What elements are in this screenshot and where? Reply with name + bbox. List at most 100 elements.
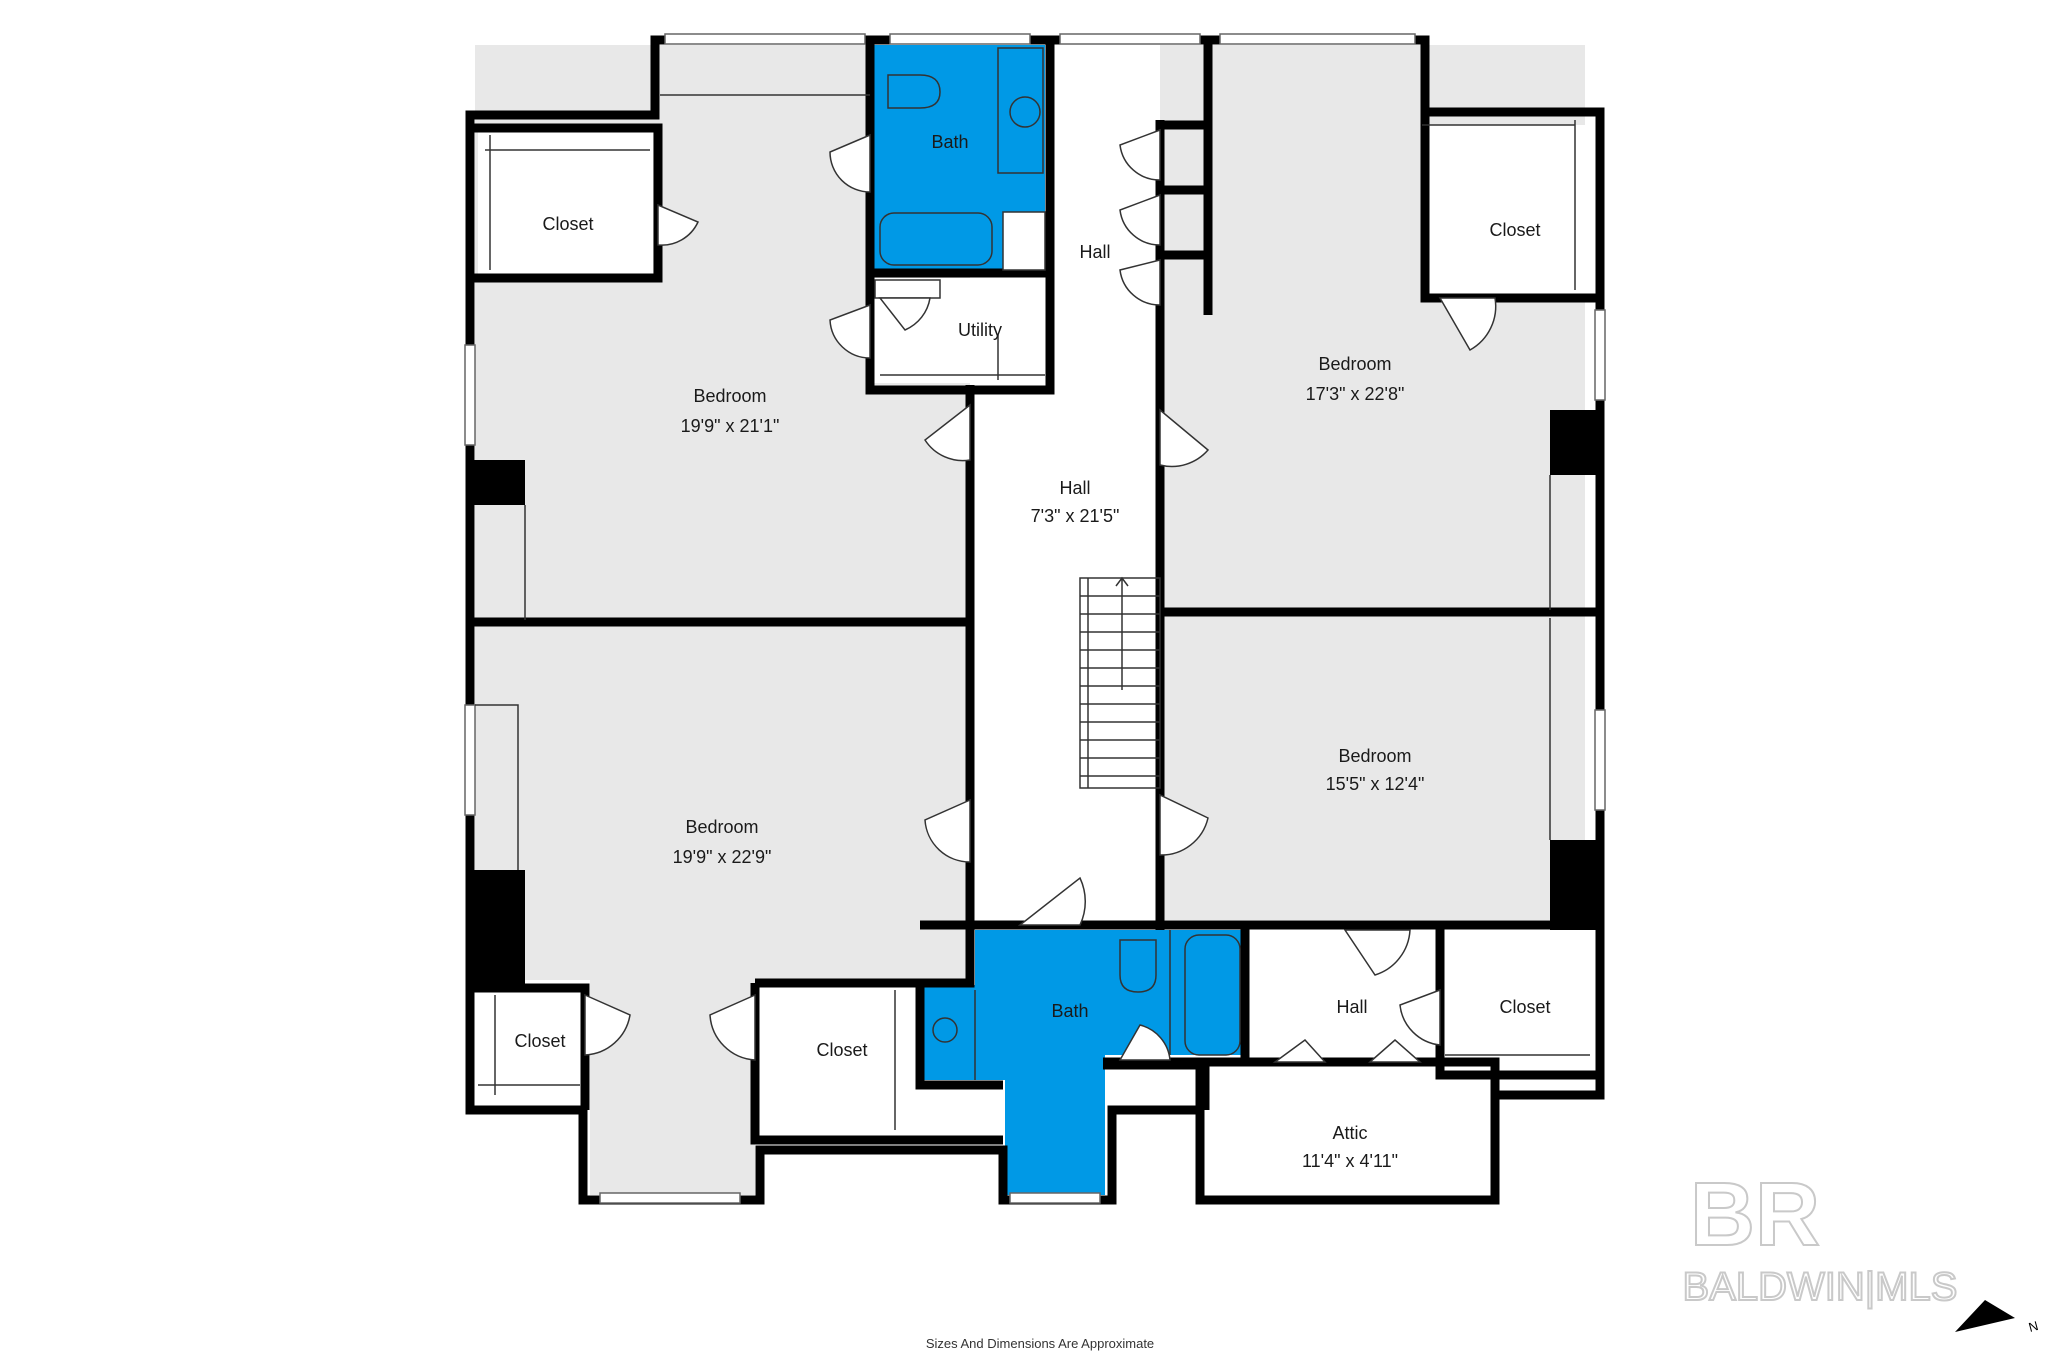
door-bath-bottom-2 (1118, 1024, 1171, 1061)
floor-bedroom-sw (475, 625, 970, 980)
door-sw-closet-small (584, 993, 631, 1056)
label-bath-top: Bath (931, 132, 968, 152)
tub-top (879, 212, 993, 266)
door-cab-3 (1119, 259, 1161, 306)
sw-nook (475, 704, 519, 870)
dims-hall-main: 7'3" x 21'5" (1031, 506, 1120, 526)
sink-top-counter (997, 47, 1044, 174)
floor-attic (1205, 1065, 1495, 1195)
compass-label: N (2027, 1318, 2040, 1335)
label-hall-top: Hall (1079, 242, 1110, 262)
door-cab-2 (1119, 193, 1161, 246)
label-closet-right-top: Closet (1489, 220, 1540, 240)
floor-hall-small (1250, 930, 1440, 1060)
toilet-top (887, 74, 941, 109)
door-hall-small (1343, 929, 1411, 976)
wall-closet-se (1435, 925, 1600, 1080)
bath-bottom-divider (974, 930, 1171, 1080)
window-left-2 (464, 704, 476, 816)
utility-shelf (880, 335, 1045, 380)
window-top-3 (1059, 33, 1201, 45)
floor-bedroom-se (1160, 615, 1585, 920)
column-right-2 (1550, 840, 1600, 930)
floor-closet-left-top (478, 130, 653, 275)
label-bedroom-nw: Bedroom (693, 386, 766, 406)
sink-top (1009, 96, 1041, 128)
dims-bedroom-sw: 19'9" x 22'9" (673, 847, 772, 867)
door-ne-closet (1438, 297, 1497, 352)
wall-attic-box (1103, 1060, 1210, 1200)
floor-closet-right-top (1422, 125, 1587, 295)
door-hall-se (1159, 793, 1209, 856)
window-right-2 (1594, 709, 1606, 811)
floors (475, 45, 1590, 1195)
label-closet-left-top: Closet (542, 214, 593, 234)
utility-unit (874, 279, 941, 299)
closet-shelf-right-top (1422, 120, 1576, 290)
tub-bottom (1184, 934, 1241, 1056)
label-bath-bottom: Bath (1051, 1001, 1088, 1021)
window-top-4 (1219, 33, 1416, 45)
window-top-1 (664, 33, 866, 45)
window-bottom-1 (599, 1192, 741, 1204)
door-utility (878, 297, 931, 331)
door-attic-left (1272, 1038, 1327, 1063)
compass: N (1955, 1300, 2040, 1335)
label-closet-sw-mid: Closet (816, 1040, 867, 1060)
dims-bedroom-nw: 19'9" x 21'1" (681, 416, 780, 436)
label-hall-main: Hall (1059, 478, 1090, 498)
closet-shelf-left-top (485, 135, 650, 270)
wall-closet-sw-small (470, 983, 590, 1110)
wall-columns (470, 410, 1600, 985)
door-hall-nw (923, 403, 971, 462)
wall-hall-cabinets (1160, 120, 1208, 260)
label-closet-se: Closet (1499, 997, 1550, 1017)
wall-closet-right-top (1420, 112, 1600, 303)
footer-note: Sizes And Dimensions Are Approximate (926, 1336, 1154, 1351)
label-bedroom-ne: Bedroom (1318, 354, 1391, 374)
toilet-bottom (1119, 939, 1157, 993)
sink-bottom (932, 1017, 958, 1043)
stair-arrow (1115, 576, 1129, 690)
walls (465, 35, 1605, 1205)
label-attic: Attic (1332, 1123, 1367, 1143)
door-sw-closet-mid (709, 993, 756, 1061)
door-cab-1 (1119, 128, 1161, 181)
linen-top (1002, 211, 1046, 271)
stair-treads (1080, 578, 1160, 788)
windows (464, 33, 1606, 1204)
window-right-1 (1594, 309, 1606, 401)
door-hall-bath-bottom (1017, 876, 1087, 926)
floor-closet-sw-mid (760, 990, 910, 1135)
column-right-1 (1550, 410, 1600, 475)
door-hall-ne (1159, 408, 1210, 468)
column-left-2 (470, 870, 525, 985)
closet-shelf-sw-small (478, 995, 580, 1095)
label-closet-sw-small: Closet (514, 1031, 565, 1051)
dims-attic: 11'4" x 4'11" (1302, 1151, 1398, 1171)
room-labels: Bath Hall Utility Closet Closet Bedroom … (514, 132, 1550, 1171)
interior-details (475, 47, 1590, 1130)
door-closet-se (1399, 988, 1441, 1046)
column-left-1 (470, 460, 525, 505)
dims-bedroom-ne: 17'3" x 22'8" (1306, 384, 1405, 404)
wall-bath-top (865, 40, 1055, 395)
north-arrow-icon (1955, 1300, 2015, 1332)
door-attic-right (1368, 1039, 1422, 1063)
doors (584, 128, 1497, 1063)
door-nw-closet (657, 203, 700, 246)
window-left-1 (464, 344, 476, 446)
window-bottom-2 (1009, 1192, 1101, 1204)
floor-bath-bottom (920, 930, 1245, 1195)
label-bedroom-sw: Bedroom (685, 817, 758, 837)
label-hall-small: Hall (1336, 997, 1367, 1017)
watermark-logo: BR BALDWIN|MLS (1682, 1164, 1959, 1310)
dims-bedroom-se: 15'5" x 12'4" (1326, 774, 1425, 794)
watermark-logo-mark: BR (1690, 1165, 1820, 1265)
wall-closet-left-top (470, 123, 663, 283)
door-nw-bath (829, 133, 871, 193)
label-utility: Utility (958, 320, 1002, 340)
door-hall-sw (924, 798, 971, 863)
watermark-text: BALDWIN|MLS (1683, 1265, 1958, 1309)
